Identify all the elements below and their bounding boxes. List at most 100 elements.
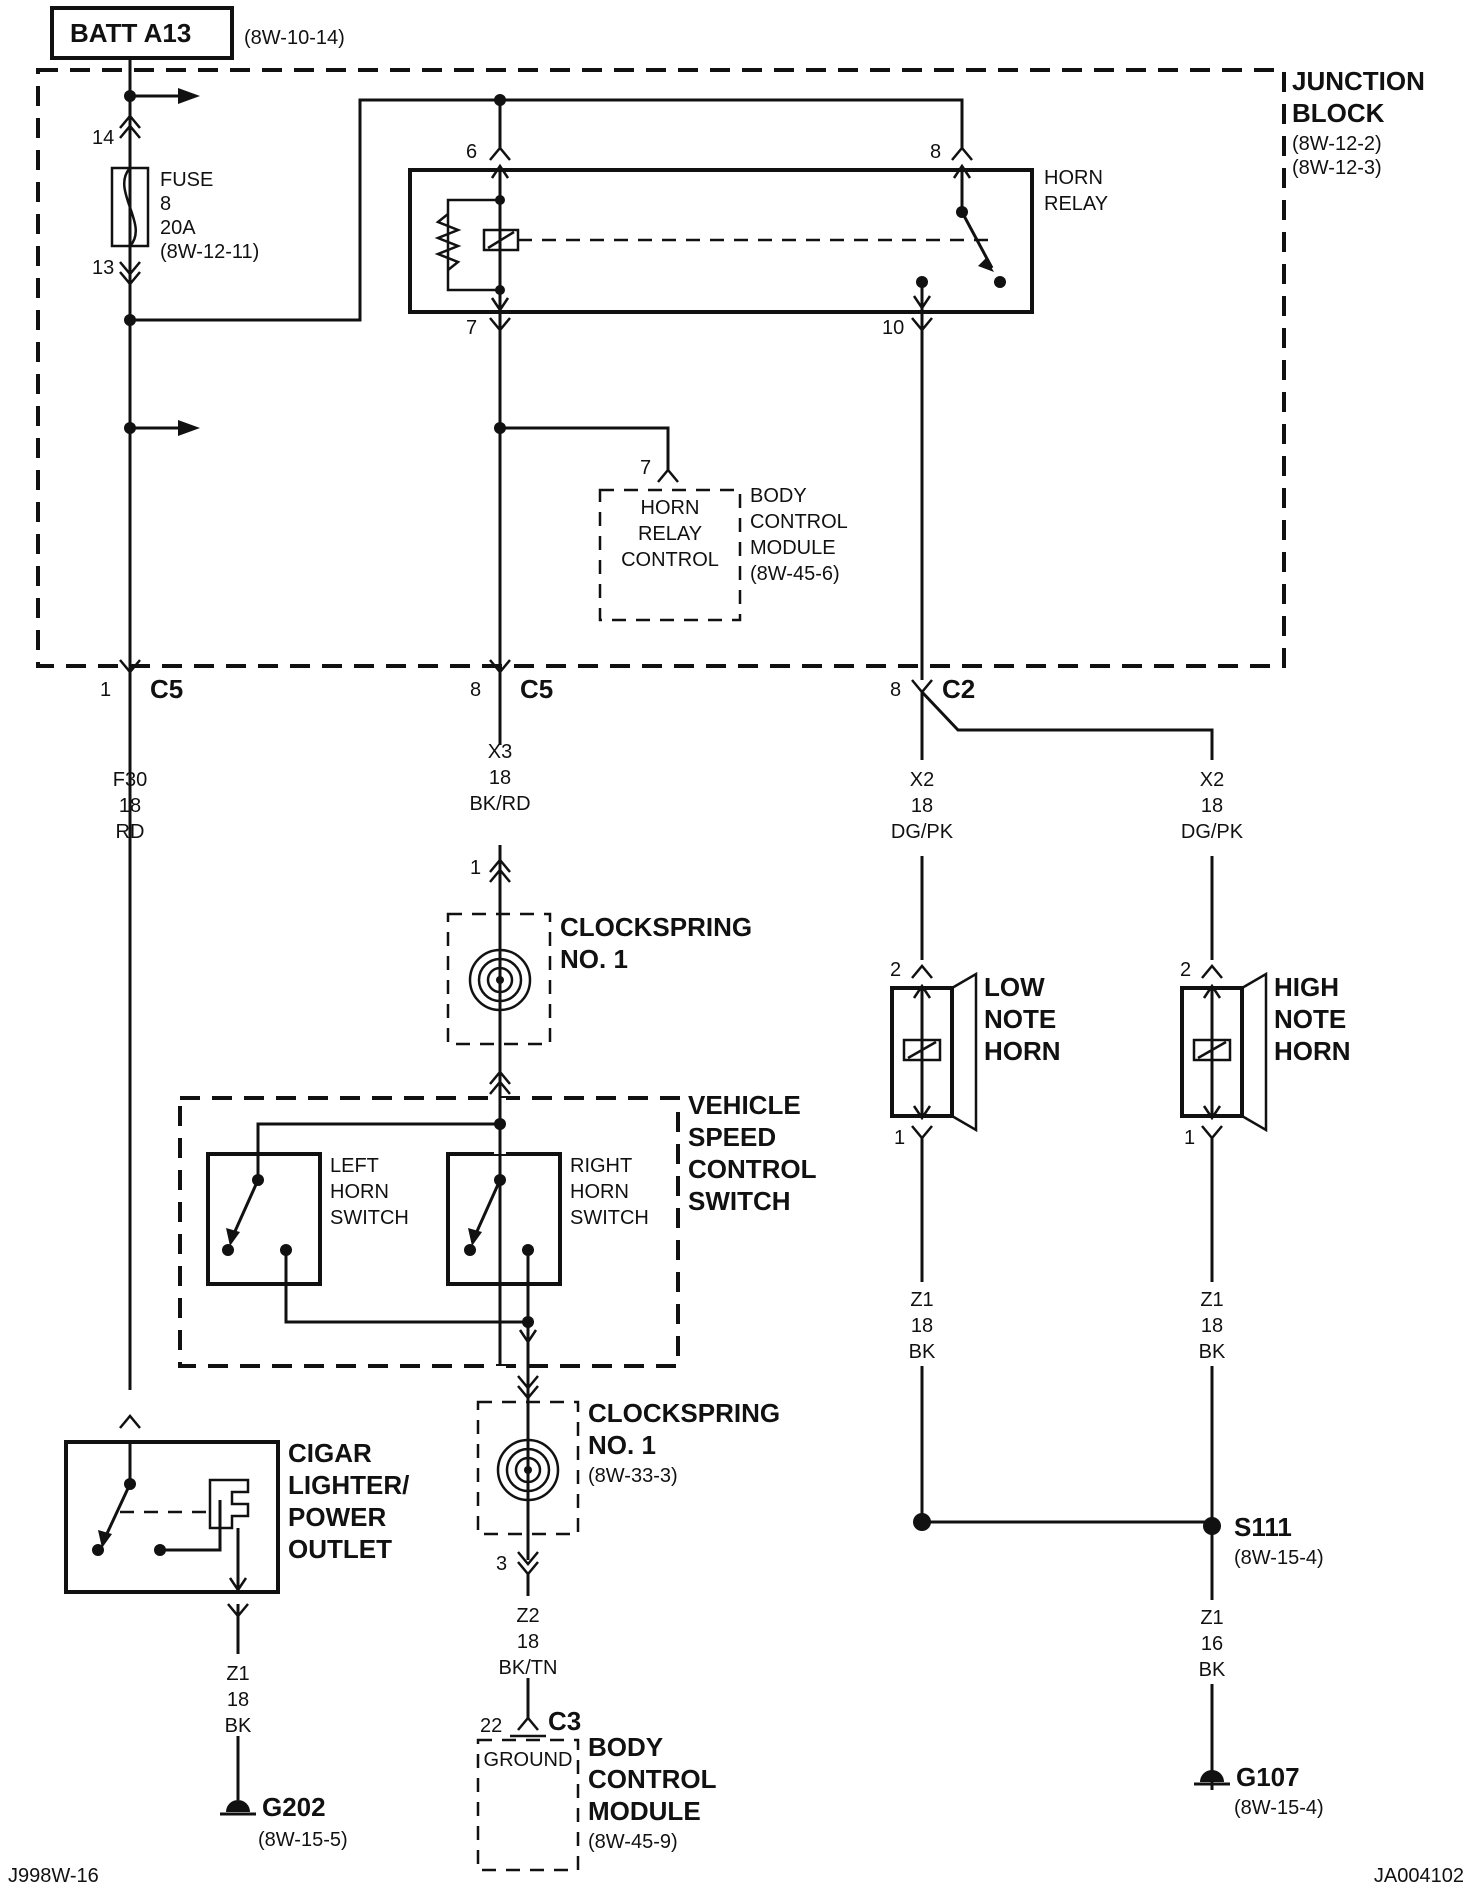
wire-z1-cigar-circuit: Z1 [226,1663,249,1685]
g107-name: G107 [1236,1762,1300,1792]
footer-left: J998W-16 [8,1865,99,1887]
relay-pin10-column: 10 [882,312,933,680]
arrow-right-icon [178,88,200,104]
wire-z1-low-color: BK [909,1341,936,1363]
cigar-label-3: POWER [288,1502,386,1532]
low-horn-label-2: NOTE [984,1004,1056,1034]
c5-mid-name: C5 [520,674,553,704]
clockspring-icon [468,948,532,1012]
fuse-column: 14 FUSE 8 20A (8W-12-11) 13 [92,58,259,1390]
wire-x2-low-gauge: 18 [911,795,933,817]
arrow-right-icon [178,420,200,436]
junction-block-ref-2: (8W-12-3) [1292,157,1382,179]
low-note-horn [890,964,978,1140]
bcm-upper-label-2: CONTROL [750,511,848,533]
fuse-pin-top: 14 [92,127,114,149]
high-horn-label-1: HIGH [1274,972,1339,1002]
right-horn-switch-label-1: RIGHT [570,1155,632,1177]
high-horn-pin-bottom: 1 [1184,1127,1195,1149]
fuse-ref: (8W-12-11) [160,241,259,263]
wire-z2-color: BK/TN [499,1657,558,1679]
battery-box [50,6,234,60]
bcm-upper-inner-2: RELAY [638,523,702,545]
junction-block-title-2: BLOCK [1292,98,1385,128]
wire-f30-color: RD [116,821,145,843]
g107-ref: (8W-15-4) [1234,1797,1324,1819]
junction-block-ref-1: (8W-12-2) [1292,133,1382,155]
wire-x2-high-gauge: 18 [1201,795,1223,817]
high-horn-label-3: HORN [1274,1036,1351,1066]
bcm-upper-inner-3: CONTROL [621,549,719,571]
wire-f30-circuit: F30 [113,769,147,791]
bcm-lower-connector: C3 [548,1706,581,1736]
bcm-upper-label-3: MODULE [750,537,836,559]
horn-relay-label-1: HORN [1044,167,1103,189]
splice-s111 [913,1513,1221,1535]
g202-name: G202 [262,1792,326,1822]
relay-pin-10: 10 [882,317,904,339]
speed-switch-label-1: VEHICLE [688,1090,801,1120]
cigar-label-1: CIGAR [288,1438,372,1468]
wire-z1-high-color: BK [1199,1341,1226,1363]
relay-pin-8: 8 [930,141,941,163]
speed-switch-label-2: SPEED [688,1122,776,1152]
clockspring-upper-pin: 1 [470,857,481,879]
clockspring-upper-label-1: CLOCKSPRING [560,912,752,942]
bcm-lower-box [476,1738,580,1872]
wire-x2-low-color: DG/PK [891,821,954,843]
clockspring-lower-label-2: NO. 1 [588,1430,656,1460]
clockspring-lower-box [476,1400,580,1536]
wire-z1-s111-circuit: Z1 [1200,1607,1223,1629]
ground-icon [1194,1770,1230,1786]
fuse-label: FUSE [160,169,213,191]
horn-icon [1240,971,1268,1133]
low-horn-label-3: HORN [984,1036,1061,1066]
c2-name: C2 [942,674,975,704]
bcm-upper-ref: (8W-45-6) [750,563,840,585]
clockspring-upper-label-2: NO. 1 [560,944,628,974]
wire-x2-high-circuit: X2 [1200,769,1224,791]
bcm-upper-box [598,488,742,622]
battery-label: BATT A13 [70,18,191,48]
high-horn-label-2: NOTE [1274,1004,1346,1034]
wire-z1-cigar-color: BK [225,1715,252,1737]
c2-pin: 8 [890,679,901,701]
wire-f30-gauge: 18 [119,795,141,817]
relay-feed-wire [130,98,964,322]
horn-switches [206,1098,562,1360]
wire-x3-gauge: 18 [489,767,511,789]
speed-switch-label-4: SWITCH [688,1186,791,1216]
right-horn-switch-label-2: HORN [570,1181,629,1203]
wire-x2-high-color: DG/PK [1181,821,1244,843]
junction-block-outline [36,68,1286,668]
c5-left-name: C5 [150,674,183,704]
low-horn-label-1: LOW [984,972,1045,1002]
wire-z2-circuit: Z2 [516,1605,539,1627]
bcm-lower-ref: (8W-45-9) [588,1831,678,1853]
g202-ref: (8W-15-5) [258,1829,348,1851]
clockspring-lower-pin: 3 [496,1553,507,1575]
bcm-upper-label-1: BODY [750,485,807,507]
left-horn-switch-label-3: SWITCH [330,1207,409,1229]
resistor-icon [434,213,462,271]
wire-z1-s111-color: BK [1199,1659,1226,1681]
cigar-label-4: OUTLET [288,1534,392,1564]
splice-name: S111 [1234,1512,1292,1542]
fuse-pin-bottom: 13 [92,257,114,279]
wire-z1-cigar-gauge: 18 [227,1689,249,1711]
bcm-upper-inner-1: HORN [641,497,700,519]
right-horn-switch-label-3: SWITCH [570,1207,649,1229]
wire-z1-s111-gauge: 16 [1201,1633,1223,1655]
bcm-lower-label-3: MODULE [588,1796,701,1826]
junction-block-title-1: JUNCTION [1292,66,1425,96]
wire-z1-high-gauge: 18 [1201,1315,1223,1337]
battery-ref: (8W-10-14) [244,27,345,49]
c5-mid-pin: 8 [470,679,481,701]
low-horn-pin-bottom: 1 [894,1127,905,1149]
clockspring-icon [496,1438,560,1502]
bcm-lower-inner: GROUND [484,1749,573,1771]
clockspring-upper-box [446,912,552,1046]
relay-pin-7: 7 [466,317,477,339]
cigar-lighter [64,1414,280,1594]
